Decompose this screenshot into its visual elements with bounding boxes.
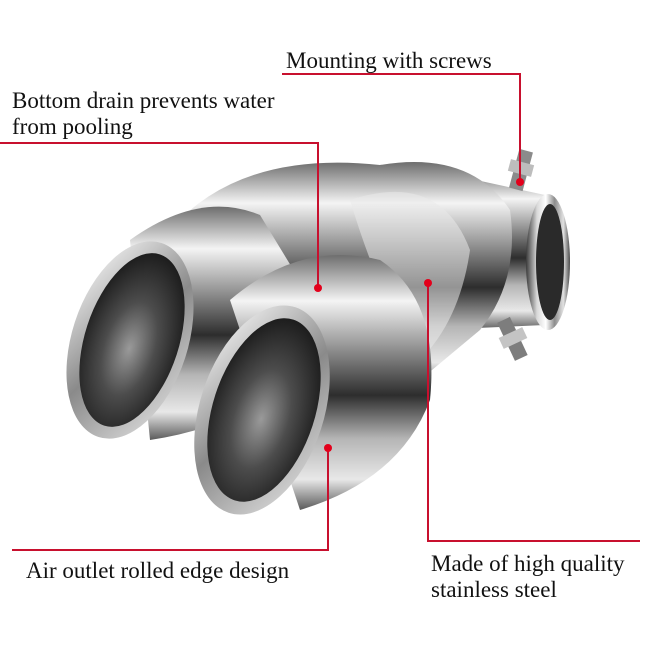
callout-bottom-drain: Bottom drain prevents water from pooling: [12, 88, 275, 140]
callout-edge-text: Air outlet rolled edge design: [26, 558, 290, 583]
callout-rolled-edge: Air outlet rolled edge design: [26, 558, 289, 584]
marker-dots: [314, 178, 524, 452]
callout-drain-line2: from pooling: [12, 114, 133, 139]
callout-steel-line2: stainless steel: [431, 577, 557, 602]
right-outlet: [194, 255, 432, 515]
callout-mounting-text: Mounting with screws: [286, 48, 492, 73]
left-outlet: [66, 206, 330, 440]
callout-stainless-steel: Made of high quality stainless steel: [431, 551, 625, 603]
callout-mounting-screws: Mounting with screws: [286, 48, 492, 74]
leader-lines: [0, 73, 640, 551]
callout-steel-line1: Made of high quality: [431, 551, 625, 576]
bottom-screw: [497, 316, 528, 361]
callout-drain-line1: Bottom drain prevents water: [12, 88, 275, 113]
